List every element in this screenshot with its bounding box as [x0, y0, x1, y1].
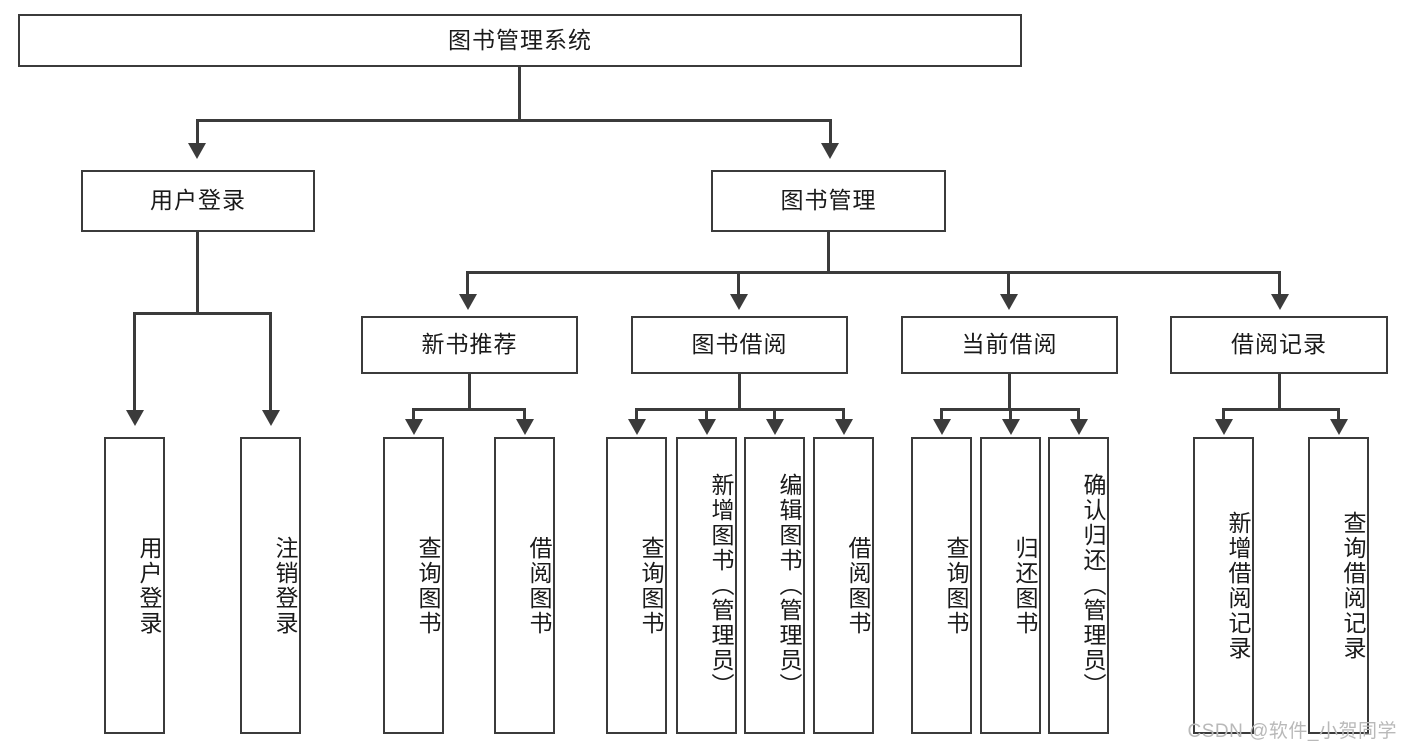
arrowhead-user-login [188, 143, 206, 159]
node-book-borrow[interactable]: 图书借阅 [631, 316, 848, 374]
connector-book-mgmt-to-new-book [466, 271, 469, 296]
node-book-management[interactable]: 图书管理 [711, 170, 946, 232]
node-label: 确认归还（管理员） [1080, 473, 1106, 698]
node-label: 编辑图书（管理员） [776, 473, 802, 698]
node-leaf-add-book-admin[interactable]: 新增图书（管理员） [676, 437, 737, 734]
arrowhead-borrow-record [1271, 294, 1289, 310]
connector-root-to-user-login [196, 119, 199, 145]
connector-root-stem [518, 67, 521, 119]
node-leaf-edit-book-admin[interactable]: 编辑图书（管理员） [744, 437, 805, 734]
arrowhead-borrow-book [730, 294, 748, 310]
connector-user-login-leaf-1 [269, 312, 272, 412]
node-leaf-logout[interactable]: 注销登录 [240, 437, 301, 734]
arrowhead-leaf-new-book-0 [405, 419, 423, 435]
connector-borrow-book-leaf-0 [635, 408, 638, 421]
node-label: 借阅记录 [1231, 331, 1327, 358]
connector-book-mgmt-bar [466, 271, 1281, 274]
connector-root-bar [196, 119, 832, 122]
arrowhead-leaf-borrow-book-3 [835, 419, 853, 435]
node-label: 新增图书（管理员） [708, 473, 734, 698]
node-label: 归还图书 [1012, 535, 1038, 636]
node-leaf-query-borrow-record[interactable]: 查询借阅记录 [1308, 437, 1369, 734]
connector-borrow-book-stem [738, 374, 741, 408]
arrowhead-current-borrow [1000, 294, 1018, 310]
connector-current-borrow-leaf-1 [1009, 408, 1012, 421]
arrowhead-leaf-user-login-0 [126, 410, 144, 426]
node-label: 查询图书 [943, 535, 969, 636]
arrowhead-leaf-borrow-record-0 [1215, 419, 1233, 435]
node-leaf-query-book-current[interactable]: 查询图书 [911, 437, 972, 734]
connector-user-login-stem [196, 232, 199, 312]
connector-new-book-leaf-1 [523, 408, 526, 421]
node-label: 查询图书 [638, 535, 664, 636]
node-leaf-borrow-book-new[interactable]: 借阅图书 [494, 437, 555, 734]
node-leaf-return-book[interactable]: 归还图书 [980, 437, 1041, 734]
connector-current-borrow-stem [1008, 374, 1011, 408]
node-user-login[interactable]: 用户登录 [81, 170, 315, 232]
connector-new-book-bar [412, 408, 526, 411]
node-label: 图书借阅 [691, 331, 788, 358]
connector-book-mgmt-to-borrow-book [737, 271, 740, 296]
connector-borrow-book-leaf-2 [773, 408, 776, 421]
arrowhead-leaf-current-borrow-0 [933, 419, 951, 435]
connector-borrow-book-bar [635, 408, 845, 411]
node-leaf-borrow-book-action[interactable]: 借阅图书 [813, 437, 874, 734]
arrowhead-leaf-user-login-1 [262, 410, 280, 426]
node-leaf-user-login[interactable]: 用户登录 [104, 437, 165, 734]
node-new-book-recommend[interactable]: 新书推荐 [361, 316, 578, 374]
node-leaf-confirm-return-admin[interactable]: 确认归还（管理员） [1048, 437, 1109, 734]
node-label: 查询图书 [415, 535, 441, 636]
node-label: 当前借阅 [961, 331, 1058, 358]
node-label: 新增借阅记录 [1225, 510, 1251, 661]
node-leaf-query-book-borrow[interactable]: 查询图书 [606, 437, 667, 734]
arrowhead-leaf-current-borrow-1 [1002, 419, 1020, 435]
node-borrow-record[interactable]: 借阅记录 [1170, 316, 1388, 374]
node-current-borrow[interactable]: 当前借阅 [901, 316, 1118, 374]
node-leaf-add-borrow-record[interactable]: 新增借阅记录 [1193, 437, 1254, 734]
connector-current-borrow-leaf-2 [1077, 408, 1080, 421]
arrowhead-new-book [459, 294, 477, 310]
connector-borrow-book-leaf-1 [705, 408, 708, 421]
node-label: 图书管理 [780, 187, 877, 214]
arrowhead-leaf-borrow-book-1 [698, 419, 716, 435]
node-label: 用户登录 [136, 535, 162, 636]
connector-borrow-record-leaf-0 [1222, 408, 1225, 421]
arrowhead-leaf-new-book-1 [516, 419, 534, 435]
node-label: 新书推荐 [421, 331, 518, 358]
connector-book-mgmt-to-borrow-record [1278, 271, 1281, 296]
connector-user-login-bar [133, 312, 271, 315]
connector-borrow-record-leaf-1 [1337, 408, 1340, 421]
connector-book-mgmt-stem [827, 232, 830, 271]
connector-borrow-book-leaf-3 [842, 408, 845, 421]
node-leaf-query-book-new[interactable]: 查询图书 [383, 437, 444, 734]
connector-borrow-record-bar [1222, 408, 1340, 411]
node-root-system[interactable]: 图书管理系统 [18, 14, 1022, 67]
connector-borrow-record-stem [1278, 374, 1281, 408]
connector-book-mgmt-to-current-borrow [1007, 271, 1010, 296]
node-label: 注销登录 [272, 535, 298, 636]
node-label: 图书管理系统 [448, 26, 592, 53]
node-label: 查询借阅记录 [1340, 510, 1366, 661]
connector-new-book-leaf-0 [412, 408, 415, 421]
arrowhead-leaf-borrow-record-1 [1330, 419, 1348, 435]
node-label: 借阅图书 [526, 535, 552, 636]
arrowhead-leaf-borrow-book-2 [766, 419, 784, 435]
connector-current-borrow-leaf-0 [940, 408, 943, 421]
node-label: 用户登录 [150, 187, 246, 214]
node-label: 借阅图书 [845, 535, 871, 636]
connector-user-login-leaf-0 [133, 312, 136, 412]
arrowhead-book-mgmt [821, 143, 839, 159]
connector-new-book-stem [468, 374, 471, 408]
arrowhead-leaf-borrow-book-0 [628, 419, 646, 435]
connector-root-to-book-mgmt [829, 119, 832, 145]
arrowhead-leaf-current-borrow-2 [1070, 419, 1088, 435]
